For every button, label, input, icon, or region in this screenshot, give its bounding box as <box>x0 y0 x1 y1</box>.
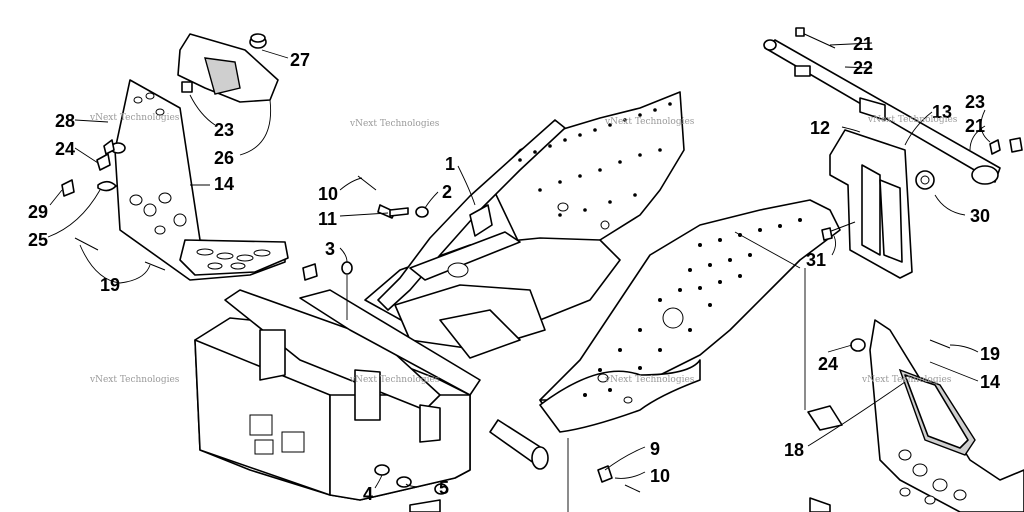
right-footrest-assembly <box>807 319 1024 512</box>
callout-1: 1 <box>445 154 455 174</box>
callout-19-left: 19 <box>100 275 120 295</box>
callout-12: 12 <box>810 118 830 138</box>
callout-21-top: 21 <box>853 34 873 54</box>
watermark-text: vNext Technologies <box>89 113 180 123</box>
left-footrest-assembly <box>61 33 289 281</box>
watermarks: vNext Technologies vNext Technologies vN… <box>89 113 958 385</box>
loose-hardware <box>302 175 641 512</box>
callout-22: 22 <box>853 58 873 78</box>
watermark-text: vNext Technologies <box>867 115 958 125</box>
side-panel-holes <box>583 218 802 404</box>
steering-shaft-assembly <box>763 27 1023 279</box>
callout-29: 29 <box>28 202 48 222</box>
callout-30: 30 <box>970 206 990 226</box>
callout-19-right: 19 <box>980 344 1000 364</box>
callout-24-right: 24 <box>818 354 838 374</box>
callout-27: 27 <box>290 50 310 70</box>
callout-13: 13 <box>932 102 952 122</box>
callout-9: 9 <box>650 439 660 459</box>
callout-3: 3 <box>325 239 335 259</box>
watermark-text: vNext Technologies <box>604 117 695 127</box>
callout-5: 5 <box>439 478 449 498</box>
callout-18: 18 <box>784 440 804 460</box>
callout-31: 31 <box>806 250 826 270</box>
leader-lines <box>47 42 991 512</box>
callout-25: 25 <box>28 230 48 250</box>
callout-4: 4 <box>363 484 373 504</box>
watermark-text: vNext Technologies <box>861 375 952 385</box>
callout-numbers: 1 2 3 4 5 9 10 10 11 12 13 14 14 18 19 1… <box>28 34 1000 504</box>
callout-14-left: 14 <box>214 174 234 194</box>
callout-23-right: 23 <box>965 92 985 112</box>
callout-23-left: 23 <box>214 120 234 140</box>
watermark-text: vNext Technologies <box>349 119 440 129</box>
rear-panel-holes <box>518 102 672 230</box>
callout-10-center: 10 <box>318 184 338 204</box>
callout-21-right: 21 <box>965 116 985 136</box>
callout-28: 28 <box>55 111 75 131</box>
callout-26: 26 <box>214 148 234 168</box>
callout-24-left: 24 <box>55 139 75 159</box>
callout-14-right: 14 <box>980 372 1000 392</box>
watermark-text: vNext Technologies <box>89 375 180 385</box>
main-chassis-frame <box>194 91 841 501</box>
callout-2: 2 <box>442 182 452 202</box>
callout-11: 11 <box>318 209 337 229</box>
watermark-text: vNext Technologies <box>349 375 440 385</box>
callout-10-lower: 10 <box>650 466 670 486</box>
watermark-text: vNext Technologies <box>604 375 695 385</box>
